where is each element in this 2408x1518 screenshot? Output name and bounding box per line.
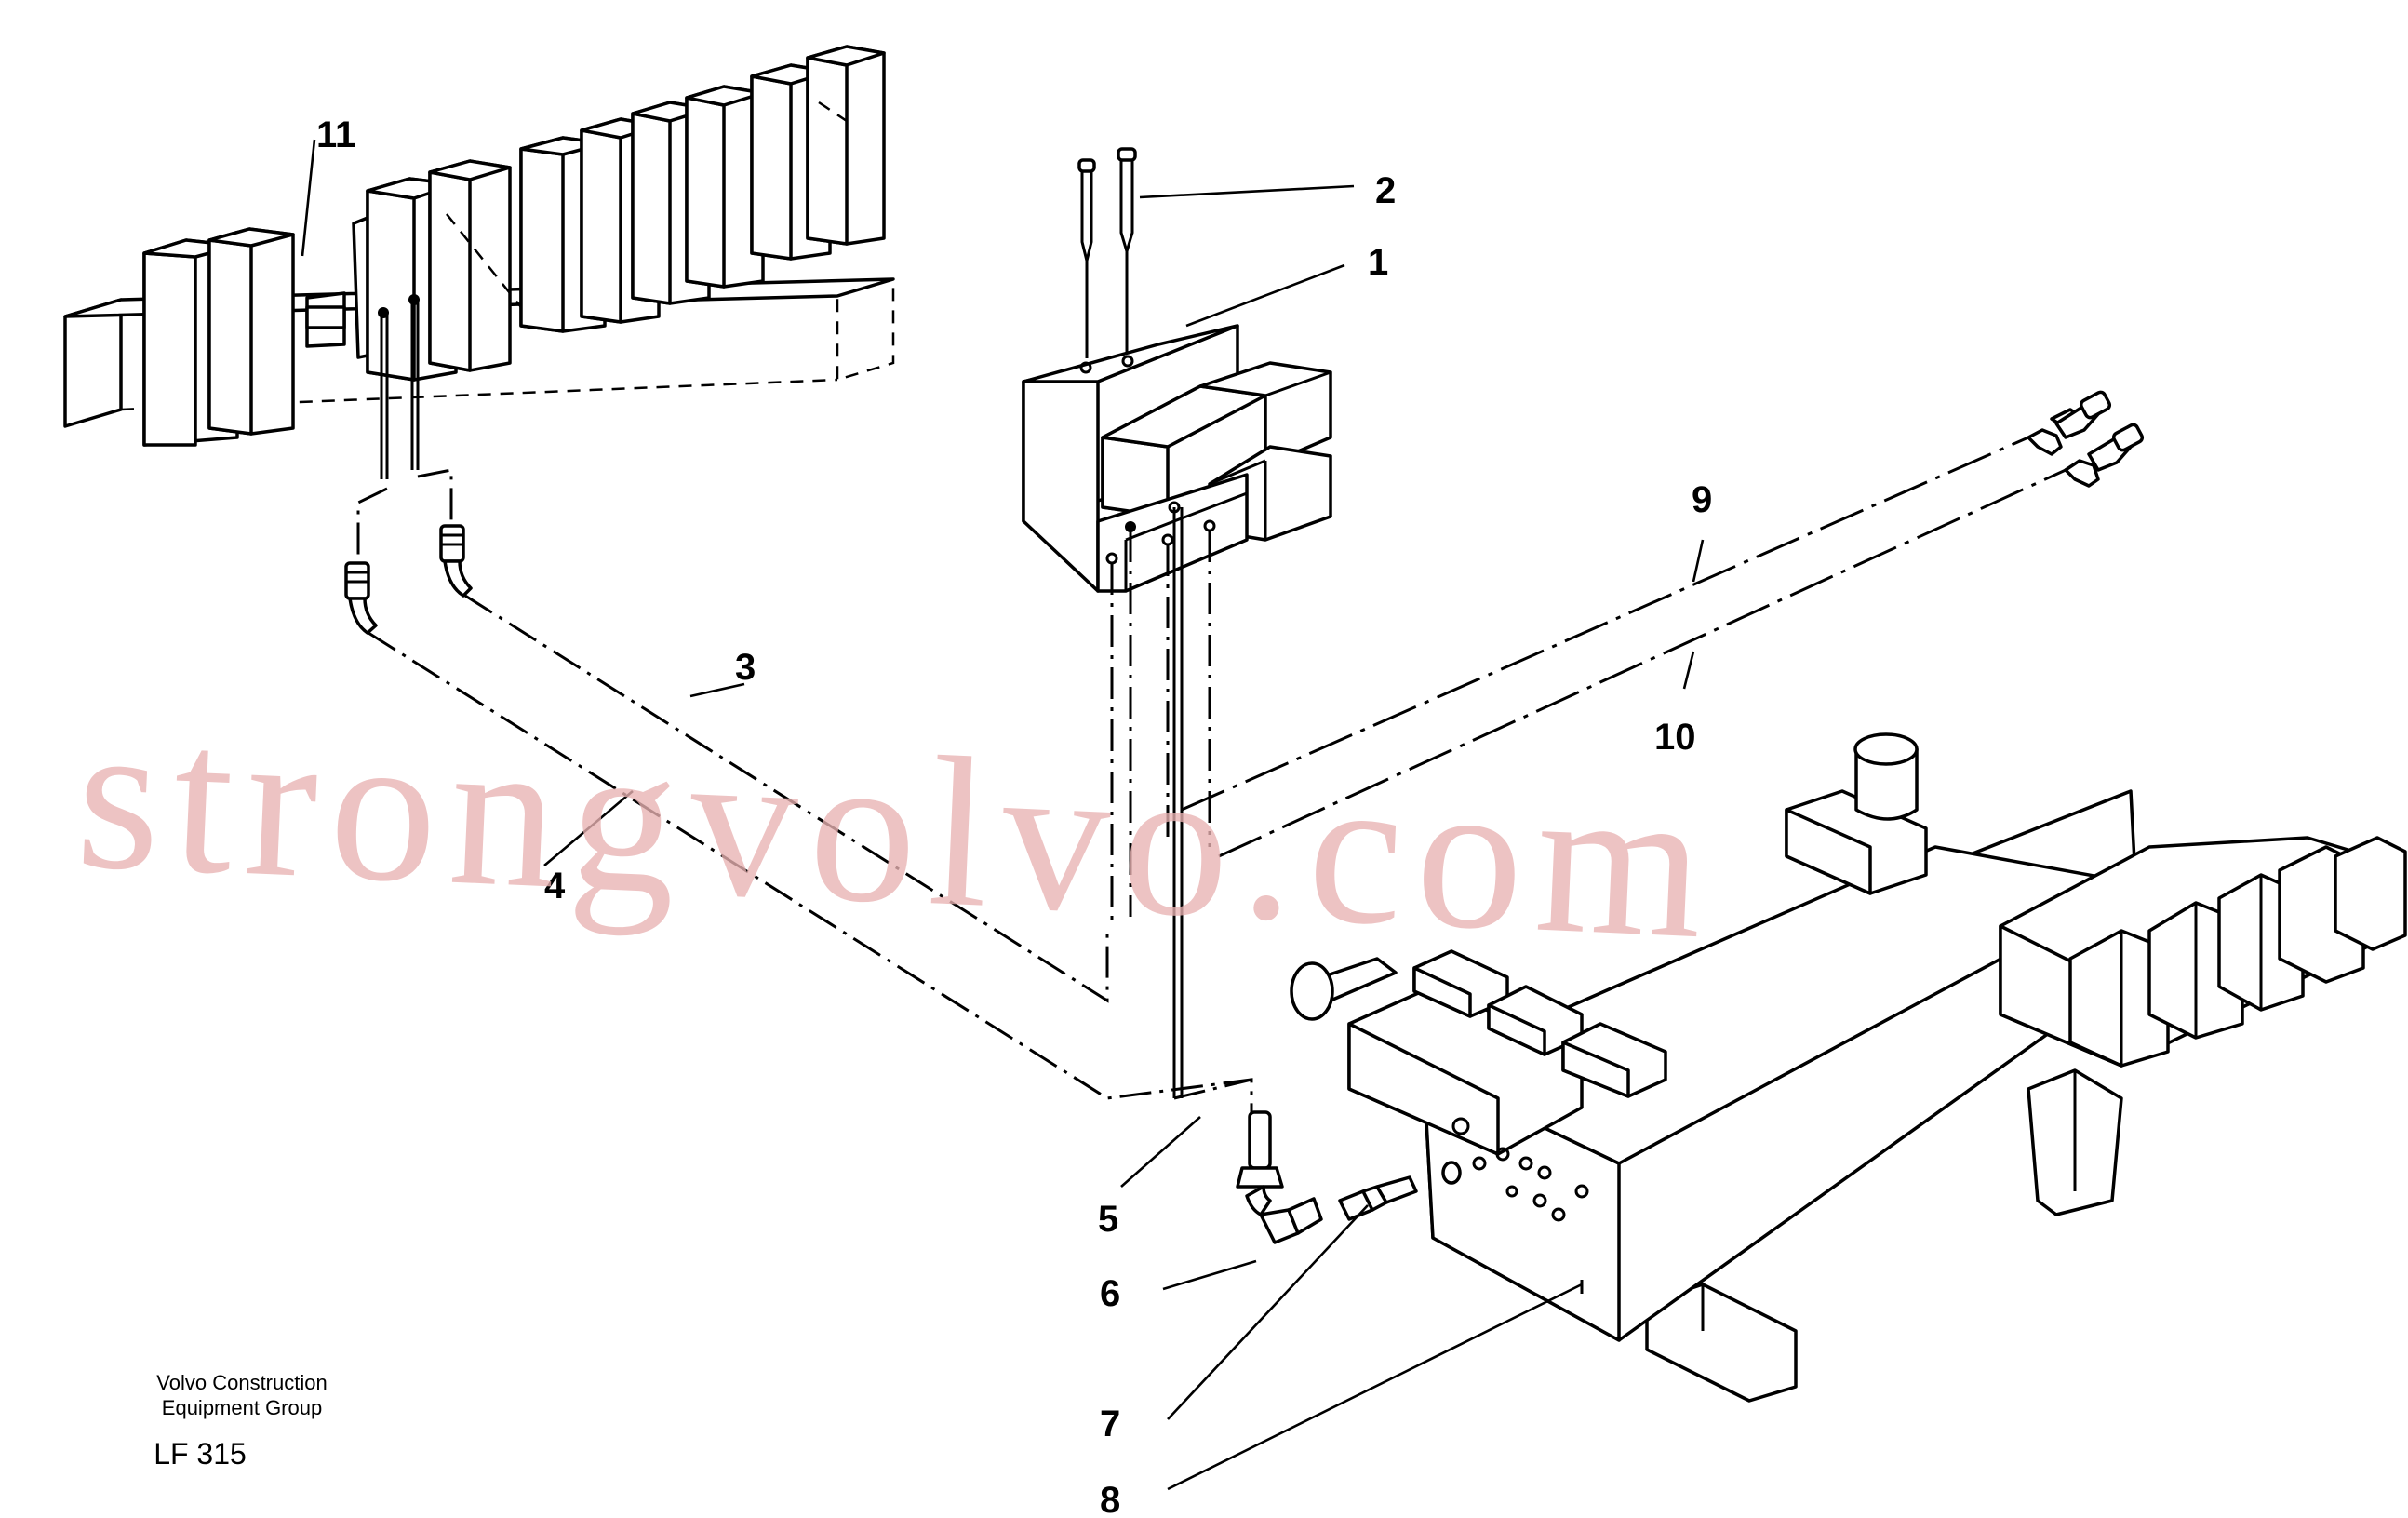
control-valve-bank-11 [63,45,895,447]
callout-labels: 1 2 3 4 5 6 7 8 9 10 11 [316,114,1712,1518]
callout-11: 11 [316,114,355,155]
solenoid-valve-block-1 [1022,324,1332,593]
cap-cylinder [1785,732,1928,895]
callout-9: 9 [1692,479,1712,520]
callout-2: 2 [1375,170,1396,211]
hose-9 [1181,390,2112,812]
callout-8: 8 [1100,1480,1120,1518]
watermark-text: strongvolvo.com [73,675,1721,984]
valve-section [685,85,765,289]
footer-company-line1: Volvo Construction [156,1371,327,1394]
hose-10 [1218,423,2145,858]
screws-2 [1077,147,1137,358]
elbow-fitting-6 [1236,1110,1323,1244]
callout-3: 3 [735,647,756,688]
spool-block [1412,949,1509,1018]
pipe-4 [368,631,1253,1112]
spool-rack [1999,836,2407,1068]
valve-section [207,227,295,436]
adapter-fitting-7 [1338,1161,1462,1221]
pipe-fitting-left [344,561,378,635]
spool-block [1561,1022,1667,1098]
callout-6: 6 [1100,1273,1120,1314]
callout-4: 4 [544,866,566,907]
leader-lines [301,139,1705,1491]
main-valve-body-8 [1290,732,2407,1403]
spool-block [1487,985,1584,1056]
callout-5: 5 [1098,1199,1118,1240]
pipe-lines-bank [356,300,453,563]
callout-1: 1 [1368,242,1388,283]
pipe-3 [464,594,1109,1003]
pipe-fitting-right [439,524,473,598]
callout-10: 10 [1654,717,1696,758]
footer-block: Volvo Construction Equipment Group LF 31… [154,1371,328,1471]
footer-company-line2: Equipment Group [162,1396,322,1419]
pipe-lines-solenoid [1110,507,1252,1100]
drawing-code: LF 315 [154,1437,247,1471]
callout-7: 7 [1100,1404,1120,1444]
